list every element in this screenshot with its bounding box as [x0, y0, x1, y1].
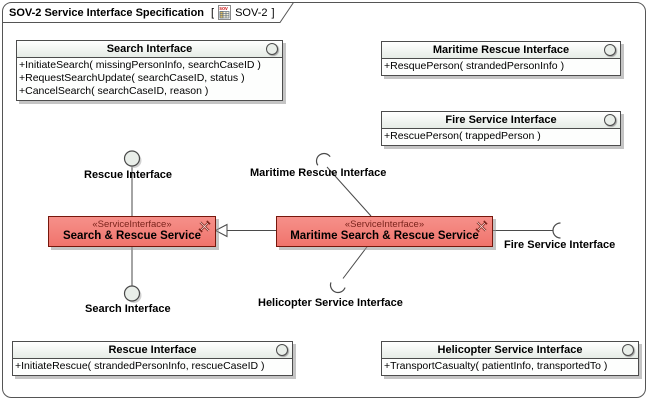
- service-tools-icon: [475, 220, 488, 233]
- interface-circle-icon: [622, 344, 634, 356]
- interface-box-rescue[interactable]: Rescue Interface +InitiateRescue( strand…: [12, 341, 293, 376]
- required-interface-socket-maritime[interactable]: [314, 151, 331, 166]
- diagram-frame-tab: [2, 2, 294, 23]
- operation: +RescuePerson( trappedPerson ): [384, 130, 541, 142]
- operations-compartment: +InitiateSearch( missingPersonInfo, sear…: [17, 58, 282, 100]
- required-interface-label-fire-service[interactable]: Fire Service Interface: [504, 239, 616, 251]
- interface-box-header: Maritime Rescue Interface: [382, 42, 620, 59]
- interface-title: Helicopter Service Interface: [437, 344, 583, 356]
- diagram-ref: SOV-2: [235, 6, 268, 19]
- sov-icon-label: sov: [219, 6, 228, 12]
- diagram-title-bar: SOV-2 Service Interface Specification [ …: [9, 5, 275, 20]
- service-name: Maritime Search & Rescue Service: [290, 230, 479, 242]
- service-block-maritime-search-rescue[interactable]: «ServiceInterface» Maritime Search & Res…: [276, 216, 493, 247]
- operations-compartment: +InitiateRescue( strandedPersonInfo, res…: [13, 359, 292, 375]
- connector-maritime-socket[interactable]: [326, 166, 372, 217]
- interface-box-search[interactable]: Search Interface +InitiateSearch( missin…: [16, 40, 283, 101]
- required-interface-socket-helicopter[interactable]: [328, 282, 346, 294]
- operations-compartment: +TransportCasualty( patientInfo, transpo…: [382, 359, 638, 375]
- provided-interface-label-search[interactable]: Search Interface: [85, 303, 171, 315]
- interface-box-header: Helicopter Service Interface: [382, 342, 638, 359]
- interface-box-header: Fire Service Interface: [382, 112, 620, 129]
- interface-circle-icon: [604, 44, 616, 56]
- title-bracket-close: ]: [271, 6, 275, 19]
- interface-circle-icon: [604, 114, 616, 126]
- stereotype-label: «ServiceInterface»: [344, 219, 425, 230]
- interface-circle-icon: [276, 344, 288, 356]
- title-bracket-open: [: [211, 6, 215, 19]
- required-interface-label-maritime-rescue[interactable]: Maritime Rescue Interface: [250, 167, 387, 179]
- interface-title: Maritime Rescue Interface: [432, 44, 570, 56]
- operation: +InitiateSearch( missingPersonInfo, sear…: [19, 59, 261, 71]
- interface-box-fire-service[interactable]: Fire Service Interface +RescuePerson( tr…: [381, 111, 621, 146]
- operation: +ResquePerson( strandedPersonInfo ): [384, 60, 565, 72]
- service-block-search-rescue[interactable]: «ServiceInterface» Search & Rescue Servi…: [48, 216, 216, 247]
- operations-compartment: +RescuePerson( trappedPerson ): [382, 129, 620, 145]
- diagram-title: SOV-2 Service Interface Specification: [9, 6, 205, 19]
- interface-box-header: Search Interface: [17, 41, 282, 58]
- interface-box-header: Rescue Interface: [13, 342, 292, 359]
- required-interface-label-helicopter-service[interactable]: Helicopter Service Interface: [258, 297, 403, 309]
- provided-interface-ball-search[interactable]: [123, 285, 141, 302]
- interface-title: Fire Service Interface: [445, 114, 557, 126]
- service-name: Search & Rescue Service: [62, 230, 202, 242]
- interface-box-helicopter-service[interactable]: Helicopter Service Interface +TransportC…: [381, 341, 639, 376]
- interface-title: Search Interface: [106, 43, 193, 55]
- interface-title: Rescue Interface: [108, 344, 197, 356]
- required-interface-socket-fire[interactable]: [552, 222, 561, 239]
- stereotype-label: «ServiceInterface»: [92, 219, 172, 230]
- operation: +InitiateRescue( strandedPersonInfo, res…: [15, 360, 265, 372]
- operation: +CancelSearch( searchCaseID, reason ): [19, 85, 209, 97]
- provided-interface-ball-rescue[interactable]: [123, 150, 141, 167]
- sov-diagram-icon: sov: [218, 5, 232, 20]
- operation: +TransportCasualty( patientInfo, transpo…: [384, 360, 608, 372]
- connector-helicopter-socket[interactable]: [342, 245, 369, 279]
- operations-compartment: +ResquePerson( strandedPersonInfo ): [382, 59, 620, 75]
- operation: +RequestSearchUpdate( searchCaseID, stat…: [19, 72, 245, 84]
- usage-arrowhead-icon: [214, 223, 228, 238]
- service-tools-icon: [198, 220, 211, 233]
- interface-circle-icon: [266, 43, 278, 55]
- interface-box-maritime-rescue[interactable]: Maritime Rescue Interface +ResquePerson(…: [381, 41, 621, 76]
- provided-interface-label-rescue[interactable]: Rescue Interface: [84, 169, 173, 181]
